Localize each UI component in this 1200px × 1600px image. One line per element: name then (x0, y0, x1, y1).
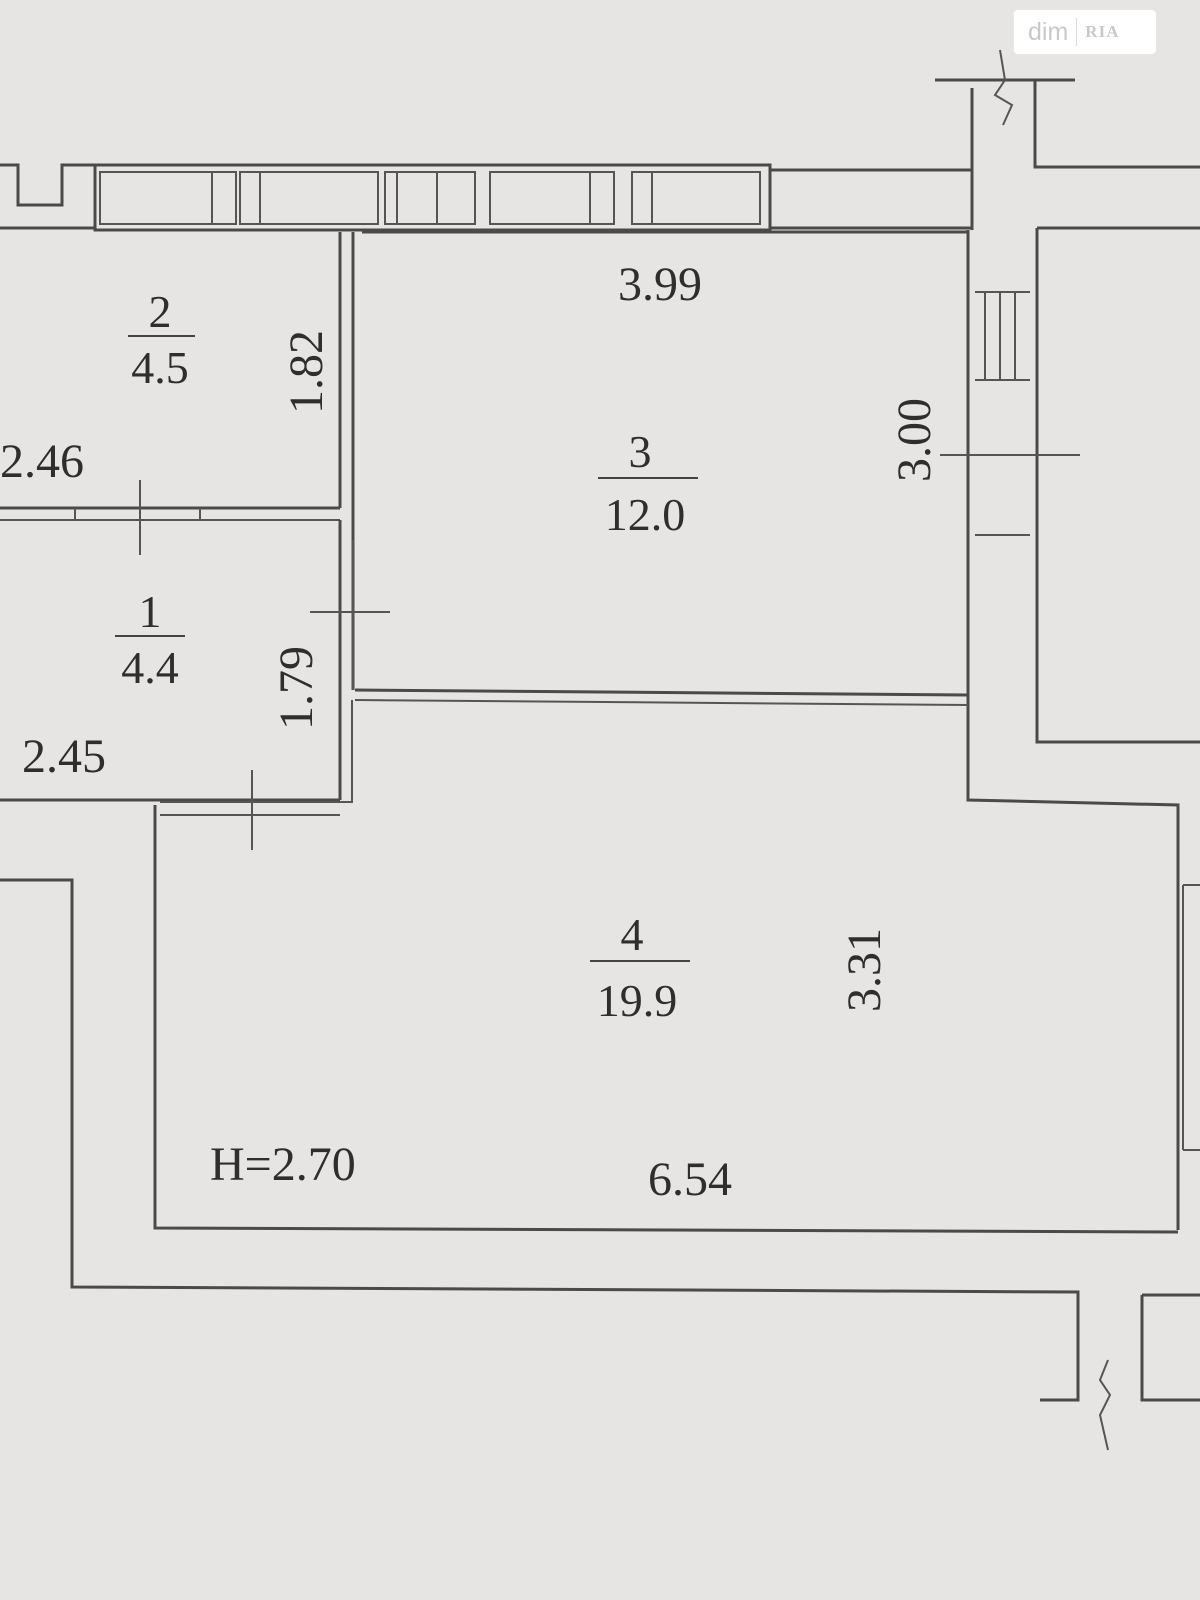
room-2-label: 2 4.5 (128, 286, 195, 393)
room-4-area: 19.9 (597, 975, 678, 1026)
room-2-depth: 1.82 (280, 330, 333, 414)
watermark-divider (1076, 18, 1078, 46)
room-1 (0, 520, 390, 850)
room-4-depth: 3.31 (838, 928, 891, 1012)
top-exterior-wall (0, 88, 974, 232)
outer-wall-bottom (0, 878, 1200, 1451)
room-3-label: 3 12.0 (598, 426, 698, 540)
room-1-number: 1 (139, 586, 162, 637)
room-1-label: 1 4.4 (115, 586, 185, 693)
room-1-depth: 1.79 (270, 646, 323, 730)
watermark-dim-text: dim (1028, 17, 1069, 46)
room-3-width: 3.99 (618, 258, 702, 311)
dimria-watermark: dim RIA (1014, 10, 1156, 54)
room-3-number: 3 (629, 426, 652, 477)
break-line-top (935, 49, 1200, 230)
room-2-area: 4.5 (131, 342, 189, 393)
watermark-ria-logo: RIA (1085, 22, 1120, 41)
room-4 (153, 805, 1179, 1234)
room-2-number: 2 (149, 286, 172, 337)
room-2 (0, 232, 342, 555)
room-4-number: 4 (621, 909, 644, 960)
room-2-width: 2.46 (0, 435, 84, 488)
room-4-width: 6.54 (648, 1153, 732, 1206)
ceiling-height: H=2.70 (210, 1138, 356, 1191)
room-4-label: 4 19.9 (590, 909, 690, 1026)
room-3-depth: 3.00 (888, 398, 941, 482)
room-1-area: 4.4 (121, 642, 179, 693)
room-3-area: 12.0 (605, 489, 686, 540)
room-1-width: 2.45 (22, 730, 106, 783)
corridor-right (940, 226, 1200, 1230)
